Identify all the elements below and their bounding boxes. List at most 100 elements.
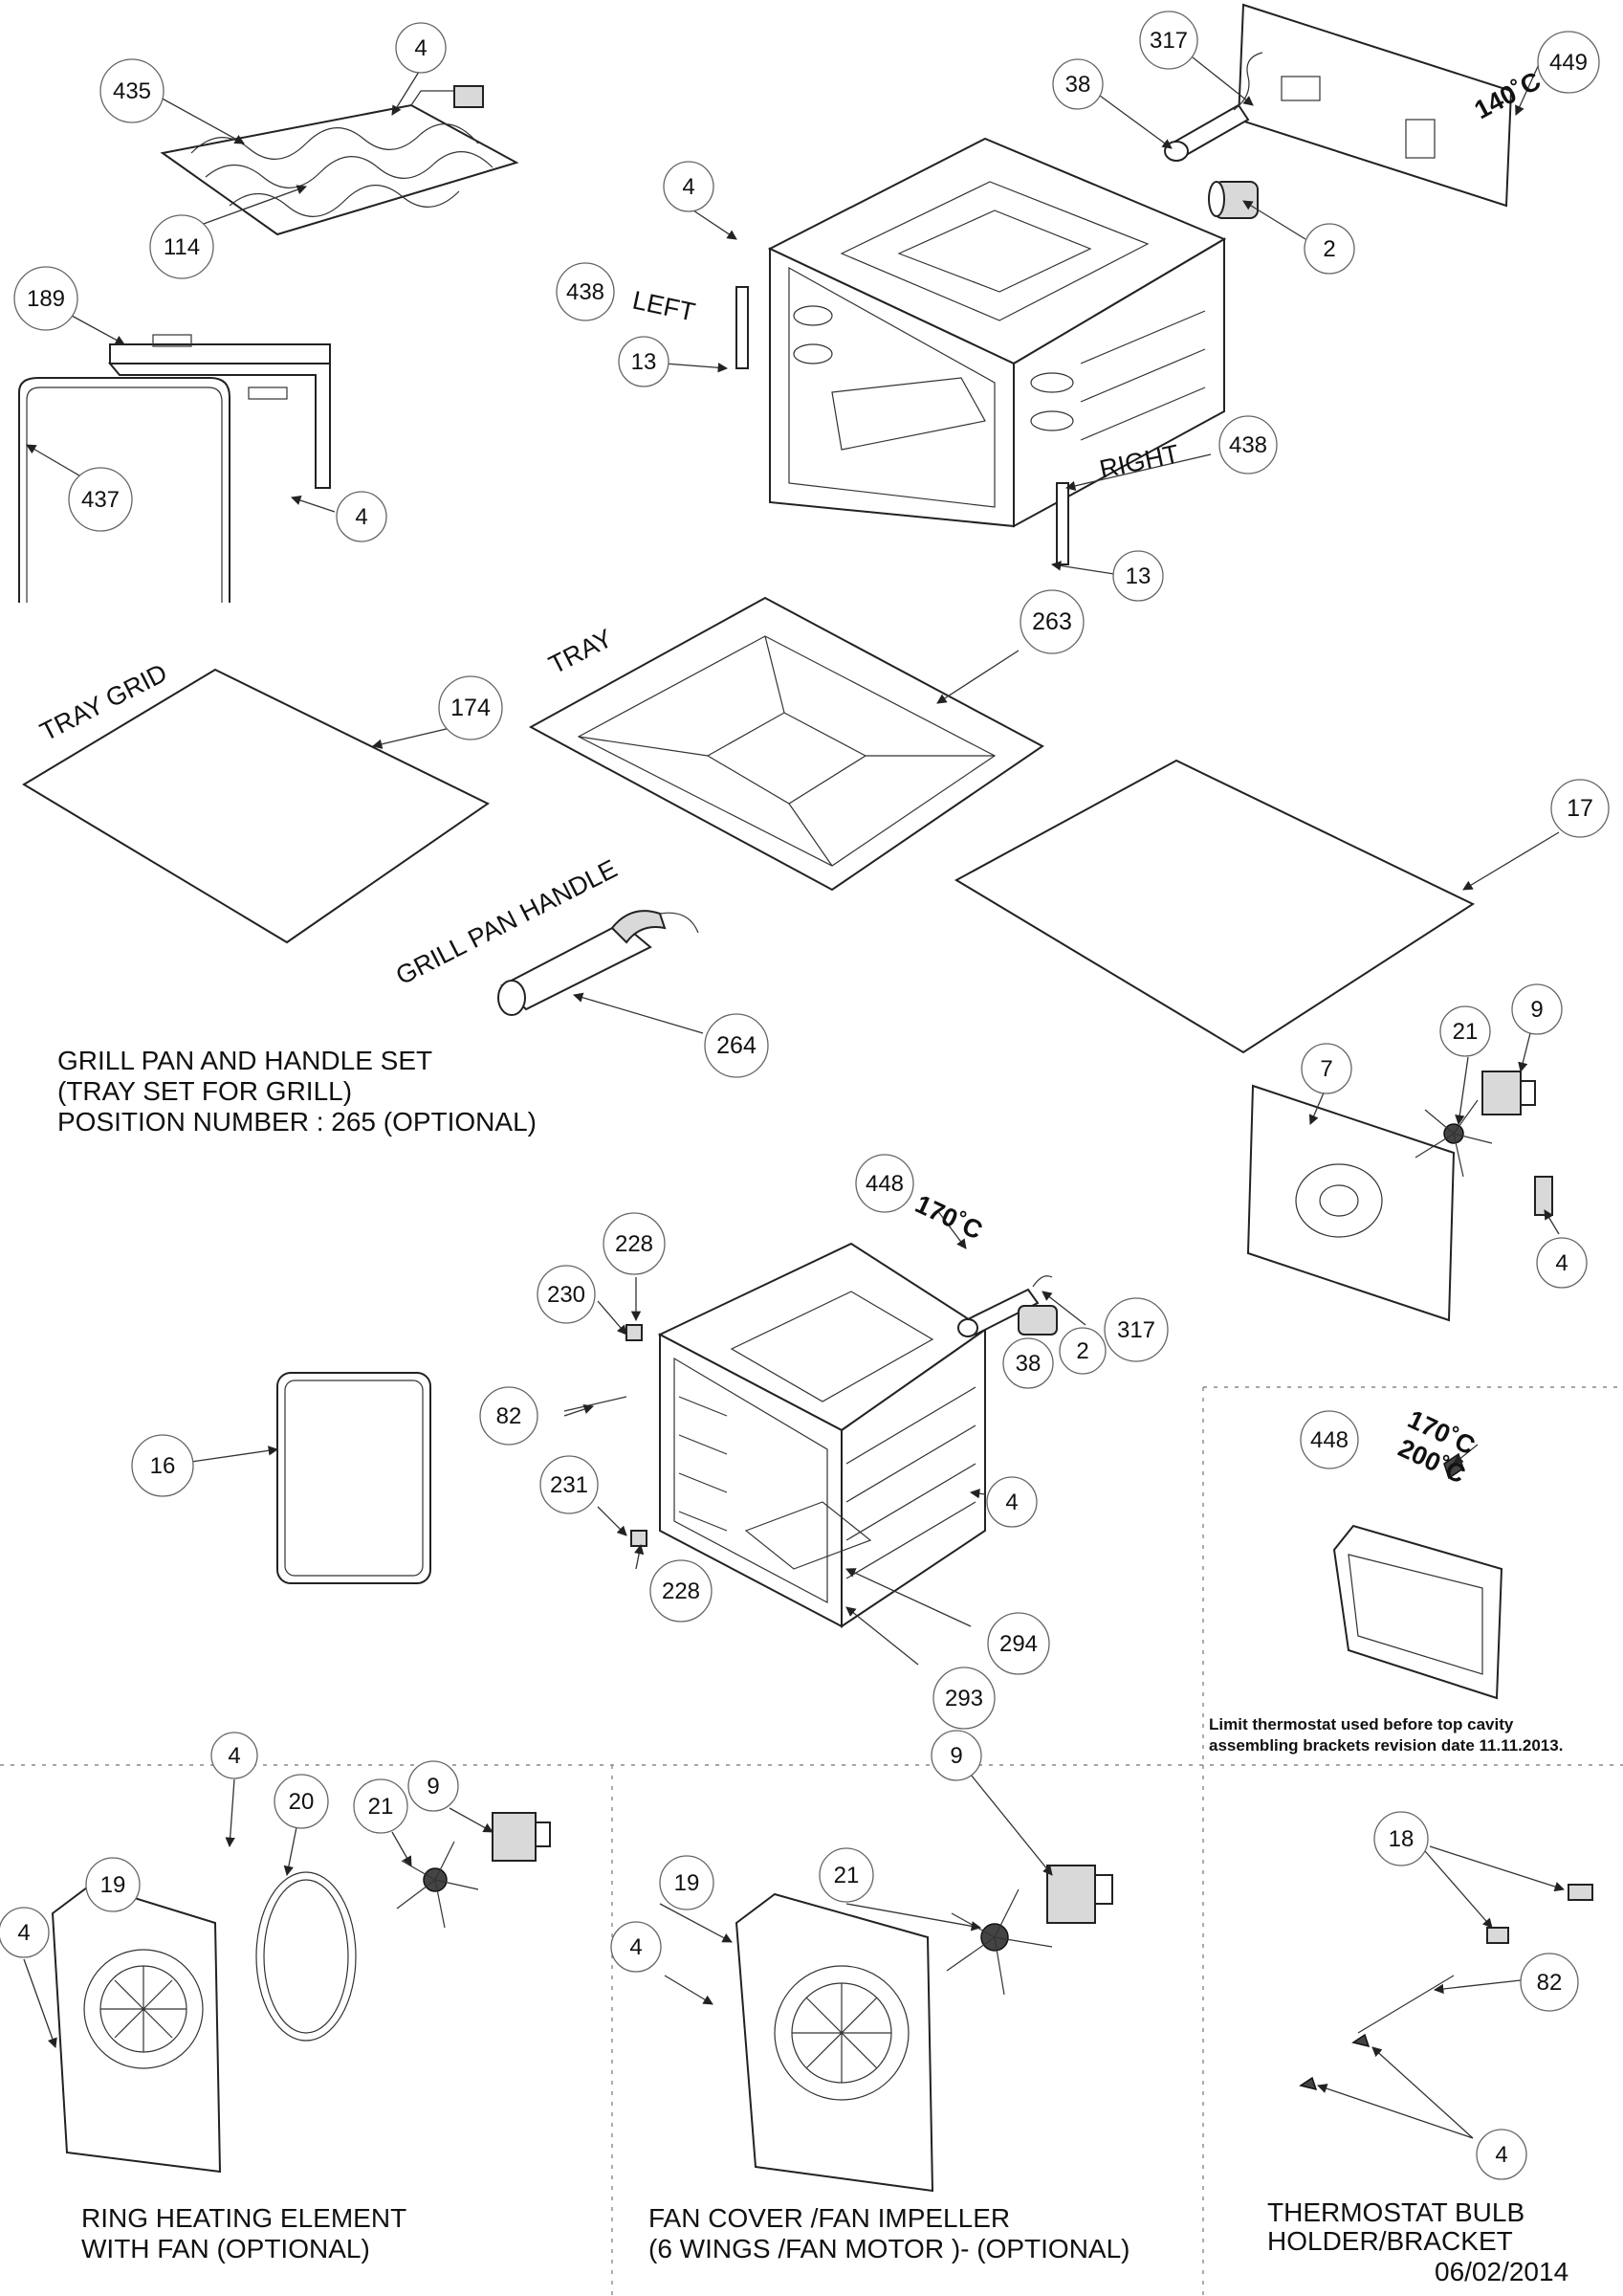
callout-number: 438 — [1229, 432, 1267, 458]
callout-number: 438 — [566, 279, 604, 305]
callout-number: 228 — [662, 1578, 700, 1604]
callout-number: 448 — [866, 1171, 904, 1197]
note-date: 06/02/2014 — [1435, 2257, 1568, 2286]
upper-side-rails — [735, 286, 1069, 565]
callout-number: 21 — [834, 1863, 860, 1888]
callout-number: 9 — [950, 1743, 962, 1769]
fan-cover-19 — [735, 1892, 934, 2193]
callout-4: 4 — [1536, 1237, 1588, 1289]
note-fan-line1: FAN COVER /FAN IMPELLER — [648, 2203, 1010, 2233]
callout-number: 7 — [1320, 1056, 1332, 1082]
fan-motor-9-fan — [1046, 1865, 1113, 1924]
callout-264: 264 — [704, 1013, 769, 1078]
callout-number: 82 — [1537, 1970, 1563, 1996]
callout-number: 82 — [496, 1403, 522, 1429]
note-grill-set-line1: GRILL PAN AND HANDLE SET — [57, 1046, 432, 1075]
callout-448: 448 — [855, 1154, 914, 1213]
callout-21: 21 — [819, 1847, 874, 1903]
callout-19: 19 — [85, 1857, 141, 1912]
note-grill-set-line3: POSITION NUMBER : 265 (OPTIONAL) — [57, 1107, 537, 1137]
lower-oven-cavity — [657, 1242, 987, 1628]
callout-number: 317 — [1150, 28, 1188, 54]
callout-4: 4 — [663, 161, 714, 212]
fan-motor-9-ring — [492, 1812, 551, 1862]
callout-4: 4 — [0, 1907, 50, 1958]
callout-438: 438 — [556, 262, 615, 321]
callout-number: 317 — [1117, 1317, 1155, 1343]
callout-number: 16 — [150, 1453, 176, 1479]
note-bulb-line2: HOLDER/BRACKET — [1267, 2226, 1513, 2256]
callout-number: 189 — [27, 286, 65, 312]
callout-228: 228 — [649, 1559, 713, 1623]
callout-231: 231 — [539, 1455, 599, 1514]
callout-18: 18 — [1373, 1811, 1429, 1866]
callout-4: 4 — [610, 1921, 662, 1973]
fan-impeller-21-ring — [396, 1841, 479, 1929]
callout-number: 263 — [1032, 608, 1072, 635]
callout-number: 174 — [450, 695, 491, 721]
callout-number: 4 — [682, 174, 694, 200]
fan-cover-19-ring — [51, 1883, 222, 2174]
door-seal-16 — [276, 1372, 431, 1584]
callout-number: 4 — [1005, 1490, 1018, 1515]
callout-number: 13 — [631, 349, 657, 375]
callout-number: 437 — [81, 487, 120, 513]
callout-number: 38 — [1016, 1351, 1042, 1377]
callout-230: 230 — [537, 1265, 596, 1324]
tray-263 — [528, 596, 1044, 892]
callout-317: 317 — [1104, 1297, 1169, 1362]
callout-number: 294 — [999, 1631, 1038, 1657]
callout-20: 20 — [274, 1774, 329, 1829]
callout-4: 4 — [986, 1476, 1038, 1528]
callout-294: 294 — [987, 1612, 1050, 1675]
grill-heating-element — [160, 85, 519, 236]
fan-impeller-21-fan — [946, 1888, 1053, 1996]
callout-number: 4 — [355, 504, 367, 530]
callout-4: 4 — [210, 1732, 258, 1779]
callout-17: 17 — [1550, 779, 1610, 838]
callout-228: 228 — [603, 1212, 666, 1275]
callout-number: 9 — [1530, 997, 1543, 1023]
callout-number: 18 — [1389, 1826, 1415, 1852]
upper-thermostat-bulb — [1164, 52, 1263, 219]
callout-9: 9 — [1511, 983, 1563, 1035]
fan-motor-9 — [1481, 1071, 1536, 1115]
callout-2: 2 — [1304, 223, 1355, 275]
callout-82: 82 — [479, 1386, 538, 1446]
callout-21: 21 — [1439, 1005, 1491, 1057]
callout-438: 438 — [1218, 415, 1278, 475]
upper-oven-cavity — [767, 137, 1227, 528]
callout-448: 448 — [1300, 1410, 1359, 1469]
callout-13: 13 — [1112, 550, 1164, 602]
callout-16: 16 — [131, 1434, 194, 1497]
callout-number: 13 — [1126, 563, 1151, 589]
callout-number: 228 — [615, 1231, 653, 1257]
callout-number: 9 — [427, 1774, 439, 1799]
callout-38: 38 — [1052, 58, 1104, 110]
grill-pan-handle-264 — [497, 910, 699, 1016]
section-dividers — [0, 1386, 1623, 2296]
callout-435: 435 — [99, 58, 164, 123]
callout-number: 230 — [547, 1282, 585, 1308]
note-limit-line1: Limit thermostat used before top cavity — [1209, 1715, 1514, 1733]
callout-4: 4 — [336, 491, 387, 542]
callout-number: 20 — [289, 1789, 315, 1815]
callout-number: 4 — [17, 1920, 30, 1946]
note-limit-line2: assembling brackets revision date 11.11.… — [1209, 1736, 1563, 1755]
callout-number: 231 — [550, 1472, 588, 1498]
callout-13: 13 — [618, 336, 669, 387]
callout-number: 4 — [414, 35, 427, 61]
grill-rear-bracket — [107, 334, 331, 489]
callout-2: 2 — [1059, 1327, 1107, 1375]
callout-437: 437 — [68, 467, 133, 532]
lower-thermostat-bulb — [957, 1275, 1058, 1337]
fan-motor-clip — [1534, 1176, 1553, 1216]
callout-7: 7 — [1301, 1043, 1352, 1094]
callout-number: 264 — [716, 1032, 757, 1059]
callout-number: 4 — [1555, 1250, 1568, 1276]
upper-control-bracket — [1237, 3, 1513, 208]
oven-grid-17 — [954, 759, 1476, 1054]
label-left: LEFT — [630, 286, 698, 327]
callout-82: 82 — [1520, 1953, 1579, 2012]
